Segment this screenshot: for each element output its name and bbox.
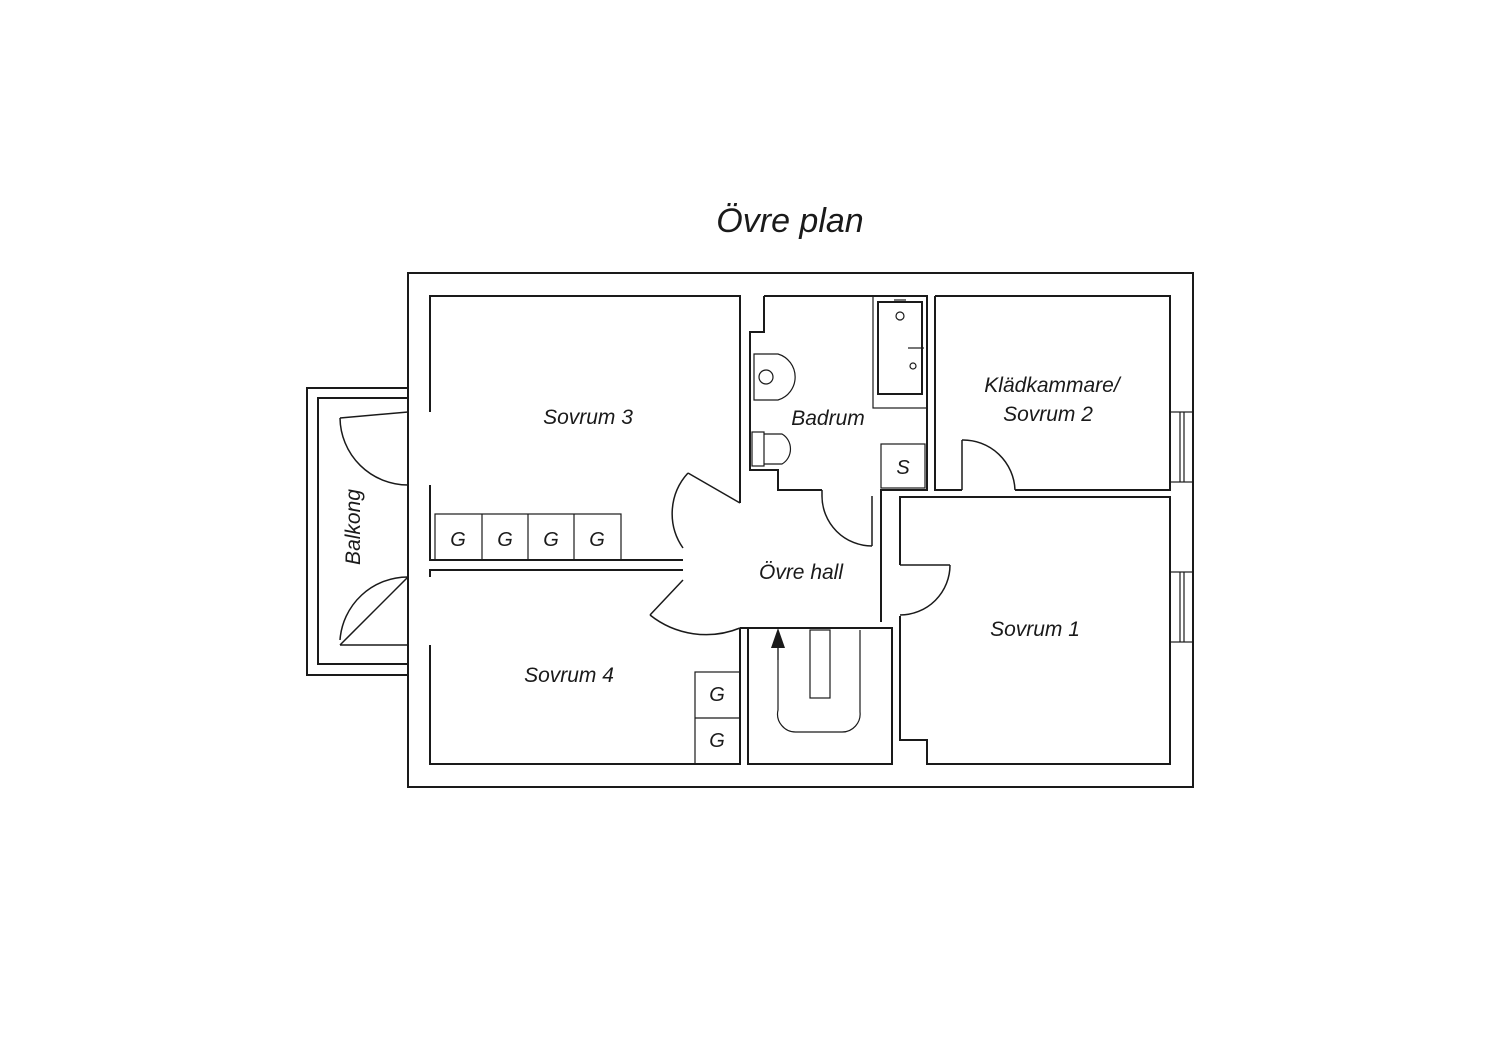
room-kladkammare-walls [934,295,1171,491]
room-label-badrum: Badrum [791,407,865,430]
sink [753,353,796,401]
wardrobe-label: G [450,529,466,551]
balcony-door-sovrum-4 [339,576,409,646]
room-label-sovrum-1: Sovrum 1 [990,618,1080,641]
plan-title: Övre plan [716,202,863,240]
wardrobe-label: G [497,529,513,551]
wardrobes-sovrum-4 [694,671,741,765]
stair-walls [740,627,893,765]
room-sovrum-1-walls [899,496,1171,765]
wardrobe-label: G [543,529,559,551]
room-label-balkong: Balkong [342,489,365,565]
room-label-sovrum-4: Sovrum 4 [524,664,614,687]
staircase [771,628,861,733]
room-label-sovrum-3: Sovrum 3 [543,406,633,429]
wardrobe-label: G [709,730,725,752]
wardrobe-label: G [709,684,725,706]
balcony-door-sovrum-3 [339,411,409,486]
room-label-sovrum-2: Sovrum 2 [1003,403,1093,426]
door-kladkammare [961,439,1016,491]
storage-label: S [896,457,910,479]
door-sovrum-3 [671,472,741,549]
toilet [751,431,791,467]
door-badrum [821,490,873,547]
storage-cabinet [880,443,926,489]
wardrobes-sovrum-3 [434,513,622,561]
shower [872,295,928,409]
outer-wall [407,272,1194,788]
window-sovrum-1 [1169,571,1194,643]
window-kladkammare [1169,411,1194,483]
room-label-ovre-hall: Övre hall [759,561,844,584]
balcony [306,387,408,676]
wardrobe-label: G [589,529,605,551]
door-sovrum-4 [649,579,741,636]
room-label-kladkammare: Klädkammare/ [984,374,1122,397]
door-sovrum-1 [899,564,951,616]
